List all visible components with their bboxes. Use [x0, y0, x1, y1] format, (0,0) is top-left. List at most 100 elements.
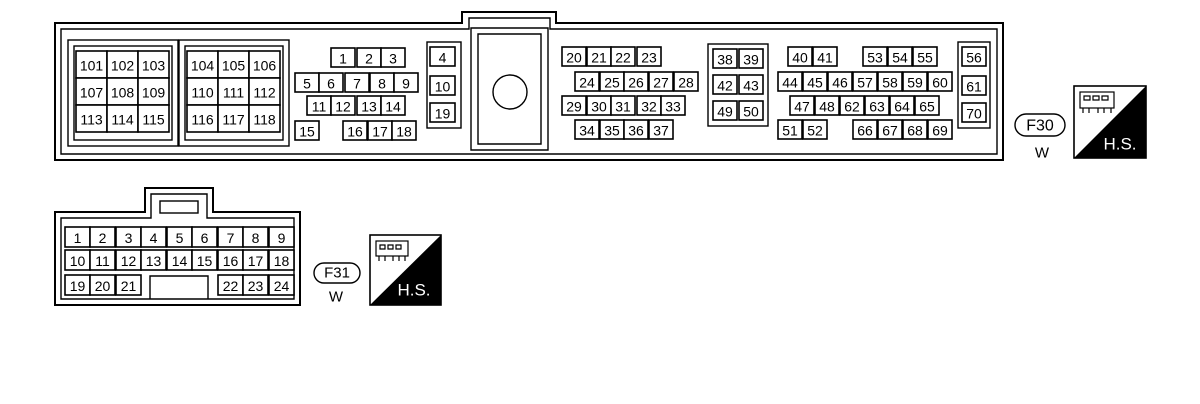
- pin-cavity: 54: [887, 46, 913, 67]
- pin-cavity: 15: [191, 249, 218, 271]
- pin-number: 58: [882, 75, 898, 91]
- pin-number: 12: [335, 99, 351, 115]
- pin-number: 13: [146, 253, 162, 269]
- pin-number: 50: [743, 104, 759, 120]
- pin-cavity: 51: [777, 119, 803, 140]
- pin-number: 23: [248, 278, 264, 294]
- pin-cavity: 60: [927, 71, 953, 92]
- pin-number: 61: [966, 79, 982, 95]
- pin-cavity: 18: [268, 249, 295, 271]
- pin-number: 46: [832, 75, 848, 91]
- pin-number: 3: [389, 51, 397, 67]
- pin-number: 5: [176, 230, 184, 246]
- connector-f31-id: F31: [324, 265, 350, 282]
- pin-number: 28: [678, 75, 694, 91]
- pin-number: 8: [252, 230, 260, 246]
- pin-cavity: 8: [369, 72, 395, 93]
- pin-number: 55: [917, 50, 933, 66]
- connector-f30-housing: [54, 11, 1004, 161]
- pin-cavity: 57: [852, 71, 878, 92]
- pin-number: 21: [591, 50, 607, 66]
- pin-cavity: 13: [356, 95, 382, 116]
- connector-f30-id-tag: F30: [1014, 113, 1066, 137]
- pin-cavity: 12: [115, 249, 142, 271]
- pin-cavity: 47: [789, 95, 815, 116]
- connector-f31-color: W: [329, 289, 344, 306]
- pin-number: 102: [111, 58, 135, 74]
- pin-number: 16: [223, 253, 239, 269]
- pin-number: 19: [70, 278, 86, 294]
- connector-glyph-icon: [1079, 91, 1115, 113]
- pin-number: 16: [347, 124, 363, 140]
- pin-cavity: 1: [64, 226, 91, 248]
- pin-cavity: 65: [914, 95, 940, 116]
- pin-cavity: 61: [961, 75, 987, 96]
- pin-cavity: 17: [242, 249, 269, 271]
- harness-side-badge-f30: H.S.: [1073, 85, 1147, 159]
- pin-cavity: 102: [106, 50, 139, 79]
- pin-number: 32: [641, 99, 657, 115]
- pin-number: 35: [604, 123, 620, 139]
- pin-number: 4: [439, 50, 447, 66]
- pin-number: 41: [817, 50, 833, 66]
- pin-cavity: 4: [429, 46, 456, 67]
- pin-number: 70: [966, 106, 982, 122]
- pin-cavity: 18: [391, 120, 417, 141]
- pin-number: 11: [95, 253, 110, 269]
- pin-number: 18: [396, 124, 412, 140]
- pin-number: 10: [70, 253, 86, 269]
- pin-number: 17: [248, 253, 264, 269]
- pin-cavity: 41: [812, 46, 838, 67]
- pin-number: 22: [223, 278, 239, 294]
- pin-cavity: 108: [106, 77, 139, 106]
- pin-number: 114: [111, 112, 134, 128]
- pin-cavity: 22: [217, 274, 244, 296]
- pin-number: 64: [894, 99, 910, 115]
- pin-cavity: 50: [738, 100, 764, 121]
- harness-side-badge-f31: H.S.: [369, 234, 442, 306]
- pin-number: 7: [227, 230, 235, 246]
- pin-number: 118: [253, 112, 276, 128]
- harness-side-label-f31: H.S.: [397, 281, 430, 300]
- pin-cavity: 52: [802, 119, 828, 140]
- pin-cavity: 68: [902, 119, 928, 140]
- pin-cavity: 23: [242, 274, 269, 296]
- pin-number: 37: [653, 123, 669, 139]
- pin-cavity: 21: [586, 46, 612, 67]
- pin-cavity: 2: [356, 47, 382, 68]
- pin-number: 18: [274, 253, 290, 269]
- pin-cavity: 6: [318, 72, 344, 93]
- pin-number: 1: [339, 51, 347, 67]
- pin-number: 20: [95, 278, 111, 294]
- pin-cavity: 14: [380, 95, 406, 116]
- pin-cavity: 58: [877, 71, 903, 92]
- pin-number: 45: [807, 75, 823, 91]
- pin-cavity: 70: [961, 102, 987, 123]
- pin-number: 112: [253, 85, 276, 101]
- pin-cavity: 64: [889, 95, 915, 116]
- pin-cavity: 113: [75, 104, 108, 133]
- pin-number: 14: [385, 99, 401, 115]
- connector-f31-housing: [54, 187, 301, 306]
- pin-cavity: 42: [712, 74, 738, 95]
- pin-cavity: 101: [75, 50, 108, 79]
- pin-cavity: 49: [712, 100, 738, 121]
- pin-cavity: 53: [862, 46, 888, 67]
- pin-number: 44: [782, 75, 798, 91]
- pin-number: 5: [303, 76, 311, 92]
- pin-cavity: 13: [140, 249, 167, 271]
- pin-number: 38: [717, 52, 733, 68]
- pin-number: 109: [142, 85, 166, 101]
- pin-cavity: 111: [217, 77, 250, 106]
- pin-number: 67: [882, 123, 898, 139]
- pin-cavity: 112: [248, 77, 281, 106]
- pin-number: 9: [402, 76, 410, 92]
- pin-number: 108: [111, 85, 135, 101]
- pin-number: 2: [365, 51, 373, 67]
- pin-cavity: 5: [166, 226, 193, 248]
- pin-cavity: 24: [268, 274, 295, 296]
- pin-cavity: 11: [89, 249, 116, 271]
- pin-cavity: 21: [115, 274, 142, 296]
- pin-cavity: 19: [429, 102, 456, 123]
